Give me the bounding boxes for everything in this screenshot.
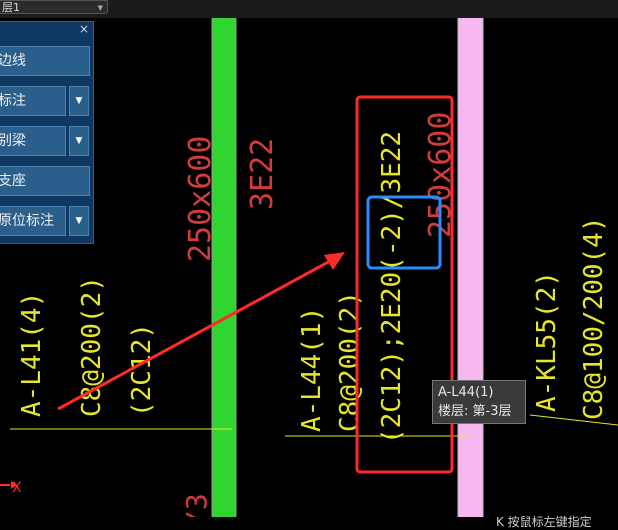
label-a-l44: A-L44(1) [297,307,327,432]
red-highlight-box [355,95,454,474]
green-beam [212,18,236,527]
panel-button-1[interactable]: 标注 [0,86,66,116]
red-arrow-line [57,258,333,411]
stirrup-a-l41: C8@200(2) [77,276,107,417]
baseline-right [529,414,618,426]
axis-x-arrow [11,481,17,489]
panel-button-1-label: 标注 [0,93,26,109]
dropdown-arrow-icon: ▼ [75,216,83,226]
blue-highlight-box [366,195,442,270]
label-a-l41: A-L41(4) [17,292,47,417]
tooltip-floor: 楼层: 第-3层 [438,404,512,419]
panel-button-4-label: 原位标注 [0,213,54,229]
status-bar [0,517,618,527]
dropdown-arrow-icon: ▼ [75,136,83,146]
panel-button-2-label: 别梁 [0,133,26,149]
label-a-kl55: A-KL55(2) [532,271,562,412]
panel-dropdown-4[interactable]: ▼ [69,206,89,236]
tooltip-beam-name: A-L44(1) [438,385,494,400]
panel-button-4[interactable]: 原位标注 [0,206,66,236]
red-arrow-head [324,252,345,270]
panel-button-3[interactable]: 支座 [0,166,90,196]
axis-x-label: X [12,480,22,496]
panel-dropdown-2[interactable]: ▼ [69,126,89,156]
stirrup-a-l44: C8@200(2) [335,291,365,432]
floor-select[interactable]: 层1 ▼ [0,0,108,14]
rebar-a-l44: (2C12);2E20(-2)/3E22 [377,131,407,444]
status-prompt: K 按鼠标左键指定 [496,515,592,529]
beam-size-left: 250x600 [183,136,218,262]
beam-tooltip: A-L44(1) 楼层: 第-3层 [432,380,526,424]
panel-dropdown-1[interactable]: ▼ [69,86,89,116]
beam-tool-panel: × 边线 标注 ▼ 别梁 ▼ 支座 原位标注 ▼ [0,21,94,244]
chevron-down-icon: ▼ [97,4,103,12]
dropdown-arrow-icon: ▼ [75,96,83,106]
pink-beam [458,18,483,527]
stirrup-a-kl55: C8@100/200(4) [579,217,609,421]
panel-button-0-label: 边线 [0,53,26,69]
panel-button-3-label: 支座 [0,173,26,189]
panel-button-0[interactable]: 边线 [0,46,90,76]
top-toolbar: 层1 ▼ [0,0,618,18]
close-icon[interactable]: × [78,22,89,36]
rebar-left: 3E22 [245,138,280,210]
panel-button-2[interactable]: 别梁 [0,126,66,156]
floor-select-value: 层1 [2,1,20,14]
